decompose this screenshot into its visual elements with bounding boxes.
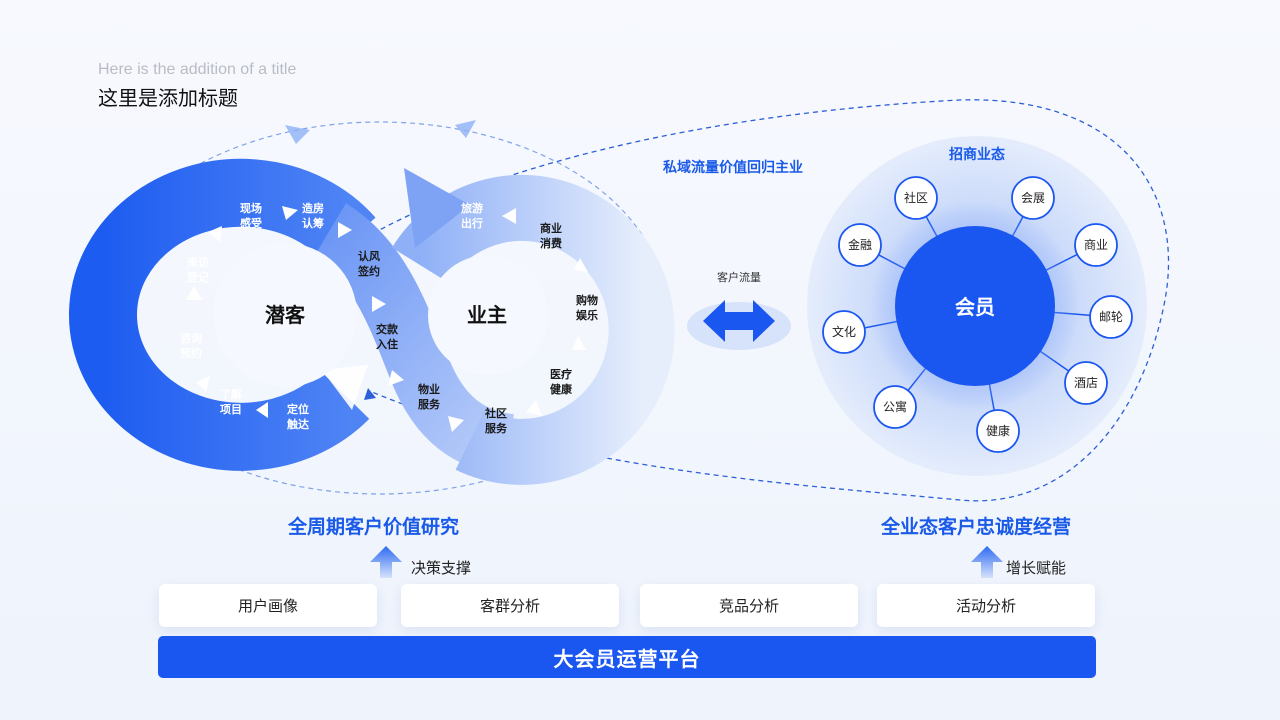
step-label: 健康 <box>550 382 573 396</box>
step-label: 预约 <box>180 346 202 360</box>
step-label: 社区 <box>484 406 507 420</box>
step-label: 商业 <box>540 221 562 235</box>
business-node: 商业 <box>1084 237 1108 252</box>
business-node: 会展 <box>1021 191 1045 205</box>
card-competitor-analysis: 竞品分析 <box>640 584 858 627</box>
step-label: 咨询 <box>180 331 202 345</box>
step-label: 认风 <box>358 249 380 263</box>
right-center-label: 业主 <box>467 303 507 327</box>
step-label: 登记 <box>186 270 209 284</box>
step-label: 入住 <box>376 337 398 351</box>
right-column-title: 全业态客户忠诚度经营 <box>881 517 1072 538</box>
step-label: 认筹 <box>302 216 324 230</box>
double-arrow-icon <box>703 300 775 342</box>
step-label: 医疗 <box>550 367 572 381</box>
business-node: 酒店 <box>1074 376 1098 390</box>
step-label: 交款 <box>376 322 399 336</box>
business-node: 文化 <box>832 324 856 339</box>
step-label: 娱乐 <box>576 308 598 322</box>
step-label: 服务 <box>418 397 441 411</box>
step-label: 来访 <box>186 255 209 269</box>
card-segment-analysis: 客群分析 <box>401 584 619 627</box>
member-center-label: 会员 <box>955 295 995 319</box>
growth-enable-label: 增长赋能 <box>1006 560 1067 577</box>
business-node: 邮轮 <box>1099 310 1123 324</box>
business-node: 公寓 <box>883 399 907 414</box>
step-label: 现场 <box>240 201 262 215</box>
step-label: 感受 <box>240 216 262 230</box>
step-label: 服务 <box>485 421 508 435</box>
decision-support-label: 决策支撑 <box>411 560 472 577</box>
step-label: 购物 <box>576 293 598 307</box>
step-label: 定位 <box>287 402 309 416</box>
subtitle-en: Here is the addition of a title <box>98 61 297 78</box>
page-title: 这里是添加标题 <box>98 88 238 110</box>
customer-flow-label: 客户流量 <box>717 270 761 284</box>
up-arrow-icon <box>971 546 1003 578</box>
step-label: 消费 <box>540 236 562 250</box>
business-node: 健康 <box>986 423 1010 438</box>
left-center-label: 潜客 <box>265 303 306 327</box>
card-user-profile: 用户画像 <box>159 584 377 627</box>
step-label: 了解 <box>220 387 242 401</box>
step-label: 旅游 <box>461 201 483 215</box>
platform-bar: 大会员运营平台 <box>158 636 1096 678</box>
business-node: 社区 <box>904 190 928 205</box>
business-node: 金融 <box>848 237 872 252</box>
step-label: 触达 <box>286 417 309 431</box>
private-traffic-label: 私域流量价值回归主业 <box>663 159 803 176</box>
step-label: 造房 <box>302 201 324 215</box>
step-label: 出行 <box>461 216 483 230</box>
card-activity-analysis: 活动分析 <box>877 584 1095 627</box>
step-label: 物业 <box>418 382 440 396</box>
business-title: 招商业态 <box>949 146 1005 163</box>
step-label: 签约 <box>357 264 380 278</box>
step-label: 项目 <box>220 403 242 416</box>
up-arrow-icon <box>370 546 402 578</box>
left-column-title: 全周期客户价值研究 <box>288 517 460 538</box>
